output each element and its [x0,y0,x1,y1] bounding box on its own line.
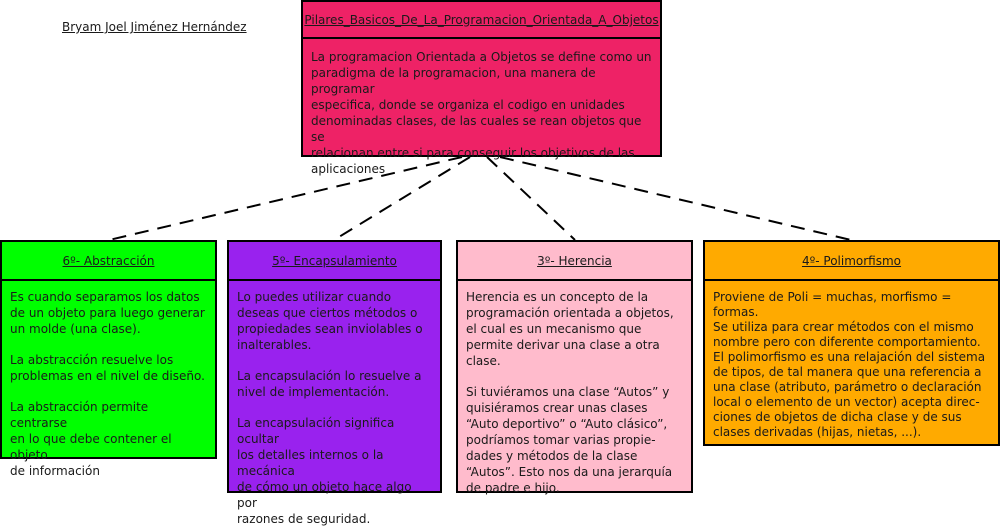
abstraccion-title: 6º- Abstracción [2,242,215,281]
text-line: local o elemento de un vector) acepta di… [713,395,980,409]
text-line: La abstracción resuelve los [10,353,174,367]
text-line: inalterables. [237,338,312,352]
text-line: La encapsulación lo resuelve a [237,369,422,383]
paragraph: La abstracción resuelve los problemas en… [10,352,207,384]
encapsulamiento-title: 5º- Encapsulamiento [229,242,440,281]
text-line: permite derivar una clase a otra clase. [466,338,660,368]
paragraph: La encapsulación lo resuelve a nivel de … [237,368,432,400]
text-line: quisiéramos crear unas clases [466,401,648,415]
text-line: nombre pero con diferente comportamiento… [713,335,981,349]
text-line: El polimorfismo es una relajación del si… [713,350,986,364]
author-name: Bryam Joel Jiménez Hernández [62,20,247,34]
main-desc-line: aplicaciones [311,162,386,176]
text-line: La abstracción permite centrarse [10,400,149,430]
main-class-description: La programacion Orientada a Objetos se d… [303,39,660,177]
text-line: nivel de implementación. [237,385,390,399]
main-desc-line: especifica, donde se organiza el codigo … [311,98,625,112]
text-line: “Autos”. Esto nos da una jerarquía [466,465,673,479]
text-line: problemas en el nivel de diseño. [10,369,205,383]
text-line: un molde (una clase). [10,322,141,336]
edge-main-polimorfismo [499,156,852,241]
text-line: Es cuando separamos los datos [10,290,200,304]
herencia-box: 3º- Herencia Herencia es un concepto de … [456,240,693,496]
text-line: La encapsulación significa ocultar [237,416,395,446]
edge-main-herencia [486,156,576,241]
main-class-title: Pilares_Basicos_De_La_Programacion_Orien… [303,2,660,39]
edge-main-encapsulamiento [333,156,471,241]
main-desc-line: relacionan entre si para conseguir los o… [311,146,635,160]
text-line: de un objeto para luego generar [10,306,205,320]
text-line: clases derivadas (hijas, nietas, ...). [713,425,922,439]
paragraph: Herencia es un concepto de la programaci… [466,289,683,369]
text-line: de tipos, de tal manera que una referenc… [713,365,982,379]
main-desc-line: paradigma de la programacion, una manera… [311,66,596,96]
text-line: los detalles internos o la mecánica [237,448,384,478]
polimorfismo-title: 4º- Polimorfismo [705,242,998,281]
abstraccion-body: Es cuando separamos los datos de un obje… [2,281,215,479]
text-line: de padre e hijo. [466,481,560,495]
main-class-box: Pilares_Basicos_De_La_Programacion_Orien… [301,0,662,176]
encapsulamiento-body: Lo puedes utilizar cuando deseas que cie… [229,281,440,527]
paragraph: La abstracción permite centrarse en lo q… [10,399,207,479]
text-line: deseas que ciertos métodos o [237,306,418,320]
text-line: Si tuviéramos una clase “Autos” y [466,385,670,399]
encapsulamiento-box: 5º- Encapsulamiento Lo puedes utilizar c… [227,240,442,526]
text-line: Proviene de Poli = muchas, morfismo = fo… [713,290,952,319]
text-line: dades y métodos de la clase [466,449,638,463]
text-line: razones de seguridad. [237,512,371,526]
polimorfismo-box: 4º- Polimorfismo Proviene de Poli = much… [703,240,1000,446]
herencia-title: 3º- Herencia [458,242,691,281]
text-line: podríamos tomar varias propie- [466,433,656,447]
connector-lines [108,156,852,241]
paragraph: Es cuando separamos los datos de un obje… [10,289,207,337]
main-desc-line: denominadas clases, de las cuales se rea… [311,114,642,144]
text-line: Lo puedes utilizar cuando [237,290,392,304]
text-line: propiedades sean inviolables o [237,322,423,336]
text-line: ciones de objetos de dicha clase y de su… [713,410,962,424]
text-line: en lo que debe contener el objeto [10,432,172,462]
paragraph: La encapsulación significa ocultar los d… [237,415,432,527]
text-line: de información [10,464,100,478]
edge-main-abstraccion [108,156,463,241]
main-desc-line: La programacion Orientada a Objetos se d… [311,50,652,64]
text-line: el cual es un mecanismo que [466,322,642,336]
text-line: de cómo un objeto hace algo por [237,480,412,510]
paragraph: Proviene de Poli = muchas, morfismo = fo… [713,290,990,440]
paragraph: Si tuviéramos una clase “Autos” y quisié… [466,384,683,496]
text-line: Herencia es un concepto de la [466,290,649,304]
herencia-body: Herencia es un concepto de la programaci… [458,281,691,496]
paragraph: Lo puedes utilizar cuando deseas que cie… [237,289,432,353]
text-line: Se utiliza para crear métodos con el mis… [713,320,974,334]
text-line: programación orientada a objetos, [466,306,674,320]
text-line: “Auto deportivo” o “Auto clásico”, [466,417,668,431]
polimorfismo-body: Proviene de Poli = muchas, morfismo = fo… [705,281,998,440]
abstraccion-box: 6º- Abstracción Es cuando separamos los … [0,240,217,478]
text-line: una clase (atributo, parámetro o declara… [713,380,982,394]
